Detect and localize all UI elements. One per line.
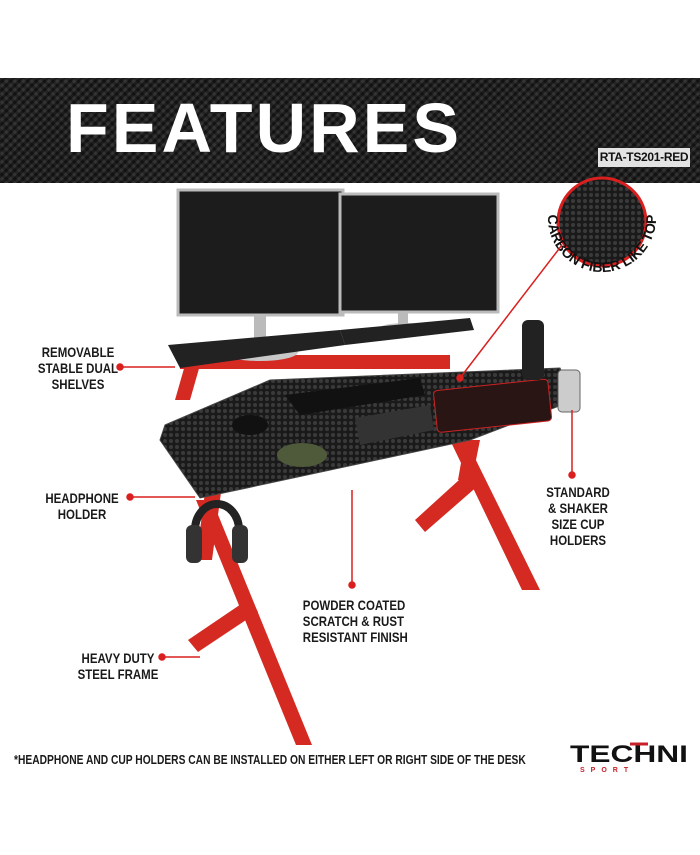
callout-lines bbox=[116, 244, 576, 661]
svg-text:TECHNI: TECHNI bbox=[570, 741, 688, 768]
controller bbox=[232, 415, 268, 435]
carbon-fiber-closeup bbox=[556, 176, 648, 268]
model-number-badge: RTA-TS201-RED bbox=[598, 148, 690, 167]
laptop bbox=[285, 378, 425, 415]
controller bbox=[277, 443, 327, 467]
features-banner bbox=[0, 78, 700, 183]
water-bottle bbox=[522, 320, 544, 380]
keyboard bbox=[355, 405, 434, 445]
shaker-cup bbox=[557, 369, 581, 413]
shelves-callout: REMOVABLE STABLE DUAL SHELVES bbox=[37, 344, 119, 392]
finish-callout: POWDER COATED SCRATCH & RUST RESISTANT F… bbox=[302, 597, 408, 645]
headphone-callout: HEADPHONE HOLDER bbox=[45, 490, 119, 522]
right-shelf bbox=[340, 318, 474, 345]
svg-text:SPORT: SPORT bbox=[580, 767, 634, 774]
left-shelf bbox=[168, 330, 345, 368]
headphones bbox=[191, 500, 243, 531]
cup-holder-callout: STANDARD & SHAKER SIZE CUP HOLDERS bbox=[546, 484, 610, 548]
frame-callout: HEAVY DUTY STEEL FRAME bbox=[77, 650, 159, 682]
footnote: *HEADPHONE AND CUP HOLDERS CAN BE INSTAL… bbox=[14, 753, 526, 767]
techni-sport-logo: TECHNI SPORT bbox=[570, 741, 688, 774]
steel-frame bbox=[175, 355, 540, 745]
page-title: FEATURES bbox=[66, 89, 463, 167]
dual-monitors bbox=[176, 188, 500, 361]
mouse-pad bbox=[433, 378, 553, 433]
